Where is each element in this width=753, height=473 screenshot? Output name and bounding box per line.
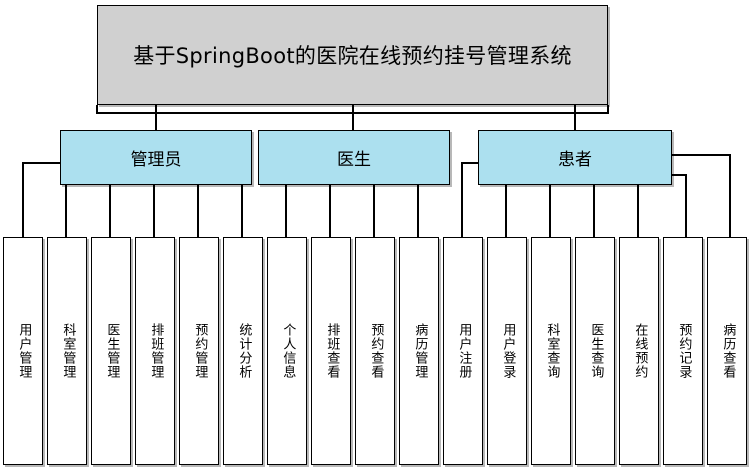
leaf-label: 用户登录	[500, 323, 516, 379]
leaf-label: 统计分析	[236, 323, 252, 379]
leaf-label: 病历管理	[412, 323, 428, 379]
leaf-label: 预约记录	[676, 323, 692, 379]
leaf-box-user-management[interactable]: 用户管理	[3, 237, 43, 465]
role-label-admin: 管理员	[130, 150, 182, 170]
leaf-box-online-appointment[interactable]: 在线预约	[619, 237, 659, 465]
leaf-label: 排班查看	[324, 323, 340, 379]
leaf-label: 科室查询	[544, 323, 560, 379]
leaf-box-personal-info[interactable]: 个人信息	[267, 237, 307, 465]
role-box-patient[interactable]: 患者	[478, 130, 672, 185]
leaf-label: 在线预约	[632, 323, 648, 379]
leaf-box-department-query[interactable]: 科室查询	[531, 237, 571, 465]
leaf-label: 预约管理	[192, 323, 208, 379]
role-label-patient: 患者	[558, 150, 592, 170]
leaf-label: 病历查看	[720, 323, 736, 379]
leaf-box-appointment-view[interactable]: 预约查看	[355, 237, 395, 465]
leaf-box-appointment-management[interactable]: 预约管理	[179, 237, 219, 465]
system-title-box: 基于SpringBoot的医院在线预约挂号管理系统	[97, 5, 608, 105]
leaf-box-schedule-management[interactable]: 排班管理	[135, 237, 175, 465]
leaf-box-doctor-management[interactable]: 医生管理	[91, 237, 131, 465]
role-box-doctor[interactable]: 医生	[258, 130, 450, 185]
leaf-box-doctor-query[interactable]: 医生查询	[575, 237, 615, 465]
leaf-box-schedule-view[interactable]: 排班查看	[311, 237, 351, 465]
leaf-box-user-login[interactable]: 用户登录	[487, 237, 527, 465]
leaf-box-statistics-analysis[interactable]: 统计分析	[223, 237, 263, 465]
role-box-admin[interactable]: 管理员	[60, 130, 252, 185]
leaf-label: 医生管理	[104, 323, 120, 379]
leaf-label: 用户管理	[16, 323, 32, 379]
leaf-label: 用户注册	[456, 323, 472, 379]
leaf-label: 排班管理	[148, 323, 164, 379]
leaf-label: 科室管理	[60, 323, 76, 379]
leaf-label: 医生查询	[588, 323, 604, 379]
leaf-label: 预约查看	[368, 323, 384, 379]
leaf-box-medical-record-view[interactable]: 病历查看	[707, 237, 747, 465]
system-title-label: 基于SpringBoot的医院在线预约挂号管理系统	[133, 44, 572, 68]
leaf-box-department-management[interactable]: 科室管理	[47, 237, 87, 465]
leaf-box-user-register[interactable]: 用户注册	[443, 237, 483, 465]
role-label-doctor: 医生	[337, 150, 371, 170]
leaf-box-appointment-record[interactable]: 预约记录	[663, 237, 703, 465]
leaf-label: 个人信息	[280, 323, 296, 379]
leaf-box-medical-record-management[interactable]: 病历管理	[399, 237, 439, 465]
